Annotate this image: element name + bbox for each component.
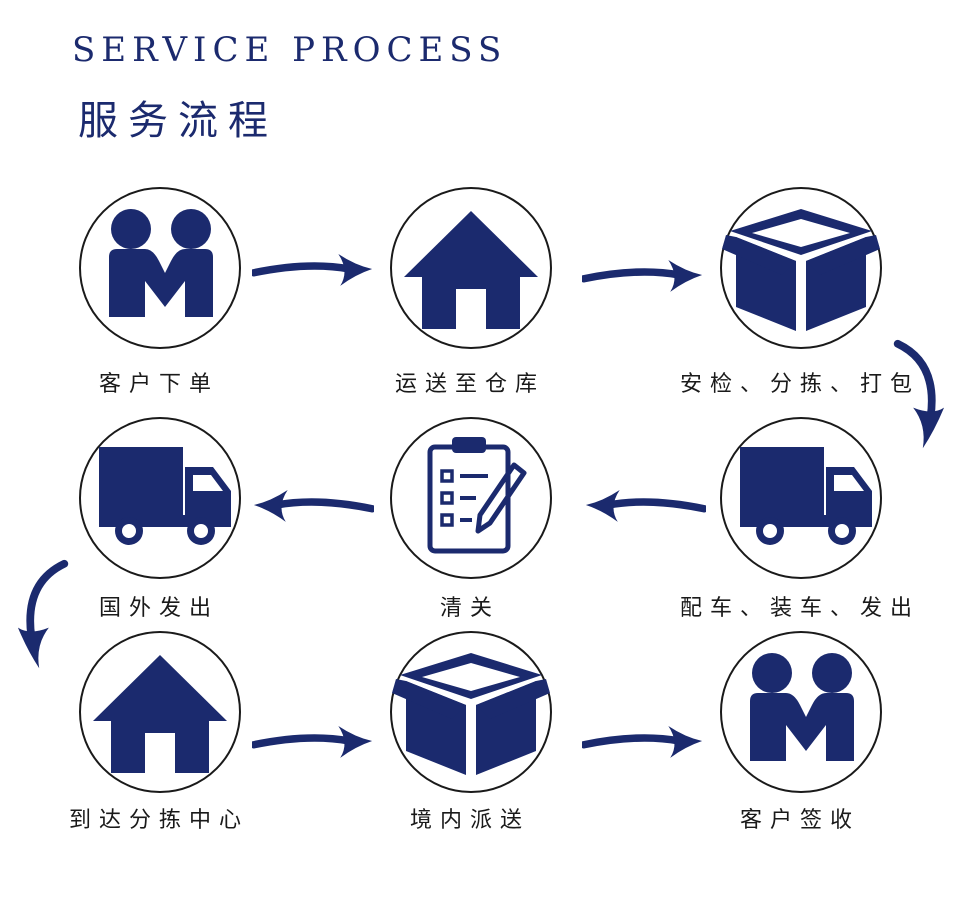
- step-1-label: 客户下单: [98, 372, 219, 397]
- arrow-step4-to-step5: [584, 486, 706, 524]
- box-icon: [392, 633, 550, 791]
- step-4-label: 配车、装车、发出: [679, 596, 920, 621]
- step-9-circle: [720, 631, 882, 793]
- handshake-people-icon: [722, 633, 880, 791]
- step-8-label: 境内派送: [409, 808, 530, 833]
- step-7-circle: [79, 631, 241, 793]
- arrow-step8-to-step9: [582, 722, 704, 760]
- title-english: SERVICE PROCESS: [72, 30, 508, 70]
- truck-icon: [722, 419, 880, 577]
- step-2-circle: [390, 187, 552, 349]
- house-icon: [392, 189, 550, 347]
- step-9-label: 客户签收: [739, 808, 860, 833]
- step-3-circle: [720, 187, 882, 349]
- step-1-circle: [79, 187, 241, 349]
- step-6-label: 国外发出: [98, 596, 219, 621]
- step-6-circle: [79, 417, 241, 579]
- clipboard-checklist-icon: [392, 419, 550, 577]
- arrow-step6-to-step7: [16, 558, 74, 674]
- handshake-people-icon: [81, 189, 239, 347]
- arrow-step1-to-step2: [252, 250, 374, 288]
- step-4-circle: [720, 417, 882, 579]
- step-2-label: 运送至仓库: [394, 372, 545, 397]
- arrow-step2-to-step3: [582, 256, 704, 294]
- box-icon: [722, 189, 880, 347]
- arrow-step7-to-step8: [252, 722, 374, 760]
- house-icon: [81, 633, 239, 791]
- title-chinese: 服务流程: [78, 98, 278, 144]
- step-7-label: 到达分拣中心: [68, 808, 249, 833]
- step-8-circle: [390, 631, 552, 793]
- truck-icon: [81, 419, 239, 577]
- arrow-step3-to-step4: [888, 338, 946, 454]
- step-5-circle: [390, 417, 552, 579]
- step-5-label: 清关: [439, 596, 500, 621]
- arrow-step5-to-step6: [252, 486, 374, 524]
- step-3-label: 安检、分拣、打包: [679, 372, 920, 397]
